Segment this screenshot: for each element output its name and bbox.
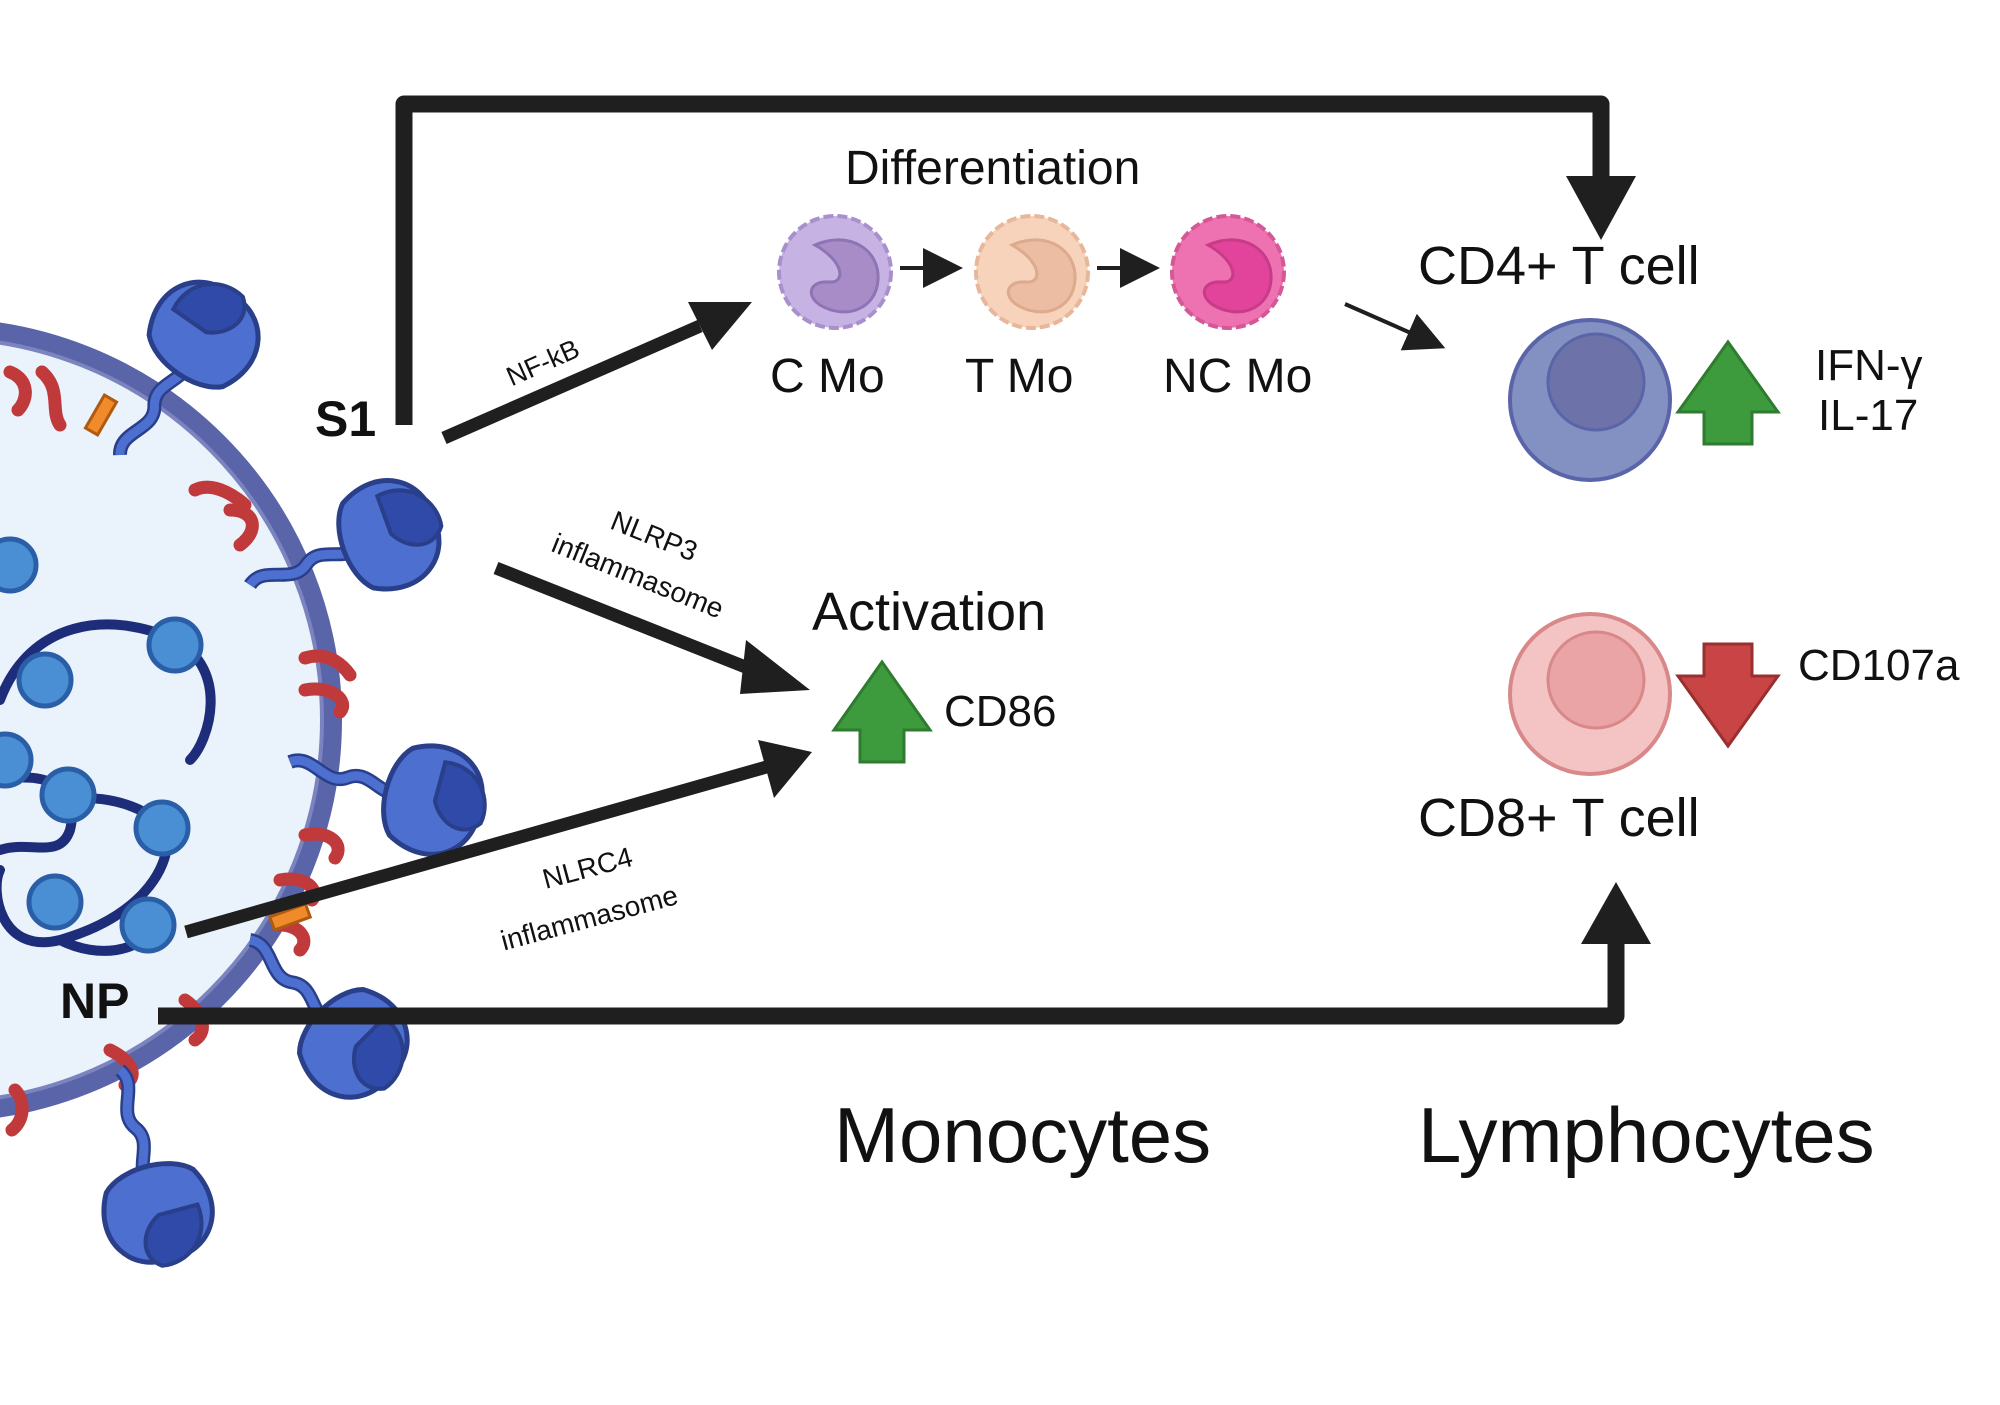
- nucleocapsid-bead: [133, 799, 191, 857]
- spike-protein: [113, 279, 261, 456]
- membrane-protein: [298, 827, 345, 865]
- nucleocapsid-bead: [26, 873, 84, 931]
- cd8-t-cell: [1508, 612, 1672, 776]
- cd4-t-cell: [1508, 318, 1672, 482]
- spike-protein: [101, 1064, 215, 1268]
- cd8-heading: CD8+ T cell: [1418, 788, 1700, 848]
- ncmo-to-cd4-arrow: [1344, 302, 1446, 351]
- cd86-up-arrow: [831, 659, 933, 764]
- np-to-cd8-arrow: [158, 940, 1625, 1025]
- non-classical-monocyte: [1170, 214, 1286, 330]
- virus-envelope: [0, 322, 342, 1118]
- lymphocytes-section-title: Lymphocytes: [1418, 1091, 1875, 1179]
- cd4-up-arrow: [1675, 339, 1781, 446]
- nlrp3-arrowhead: [740, 640, 810, 694]
- nlrc4-arrowhead: [758, 740, 812, 798]
- membrane-protein: [273, 918, 311, 957]
- membrane-protein: [3, 365, 32, 417]
- monocytes-section-title: Monocytes: [834, 1091, 1211, 1179]
- nucleocapsid-bead: [0, 731, 34, 789]
- cd107a-down-arrow: [1675, 642, 1781, 749]
- nucleocapsid-proteins: [0, 536, 204, 954]
- nlrc4-label-line2: inflammasome: [497, 879, 681, 956]
- non-classical-monocyte-nucleus: [1202, 238, 1273, 314]
- nlrc4-label-line1: NLRC4: [539, 841, 636, 895]
- virus-particle: [0, 279, 487, 1268]
- nucleocapsid-bead: [146, 616, 204, 674]
- nucleocapsid-bead: [39, 766, 97, 824]
- envelope-protein: [83, 392, 119, 438]
- np-label: NP: [60, 973, 129, 1029]
- classical-monocyte: [777, 214, 893, 330]
- cd107a-label: CD107a: [1798, 641, 1960, 690]
- classical-monocyte-nucleus: [809, 238, 880, 314]
- membrane-protein: [5, 1083, 29, 1137]
- cd8-t-cell-nucleus: [1546, 630, 1646, 730]
- transitional-monocyte-nucleus: [1006, 238, 1077, 314]
- virus-envelope-inner-line: [0, 340, 324, 1100]
- ifn-gamma-label: IFN-γ: [1815, 341, 1923, 390]
- cd86-label: CD86: [944, 687, 1057, 736]
- nlrp3-arrow: [493, 561, 761, 679]
- cd4-heading: CD4+ T cell: [1418, 236, 1700, 296]
- differentiation-heading: Differentiation: [845, 142, 1140, 195]
- spike-proteins: [101, 279, 487, 1268]
- nfkb-arrowhead: [688, 302, 752, 350]
- c-mo-label: C Mo: [770, 350, 885, 403]
- s1-to-cd4-arrowhead: [1566, 176, 1636, 240]
- nucleocapsid-bead: [16, 651, 74, 709]
- membrane-protein: [223, 503, 259, 552]
- activation-heading: Activation: [812, 582, 1046, 642]
- membrane-protein: [298, 649, 357, 682]
- t-mo-label: T Mo: [965, 350, 1073, 403]
- cd4-t-cell-nucleus: [1546, 332, 1646, 432]
- nucleocapsid-bead: [0, 536, 39, 594]
- nc-mo-label: NC Mo: [1163, 350, 1312, 403]
- s1-to-cd4-arrow: [395, 95, 1610, 425]
- spike-protein: [244, 478, 444, 592]
- membrane-protein: [35, 365, 67, 432]
- membrane-protein: [298, 682, 349, 719]
- np-to-cd8-arrowhead: [1581, 882, 1651, 944]
- nucleocapsid-bead: [119, 896, 177, 954]
- nfkb-arrow: [441, 320, 703, 444]
- membrane-protein: [188, 480, 252, 512]
- s1-label: S1: [315, 391, 376, 447]
- spike-protein: [287, 743, 487, 857]
- nlrc4-arrow: [184, 759, 772, 939]
- envelope-protein: [267, 902, 313, 932]
- transitional-monocyte: [974, 214, 1090, 330]
- il17-label: IL-17: [1818, 391, 1918, 440]
